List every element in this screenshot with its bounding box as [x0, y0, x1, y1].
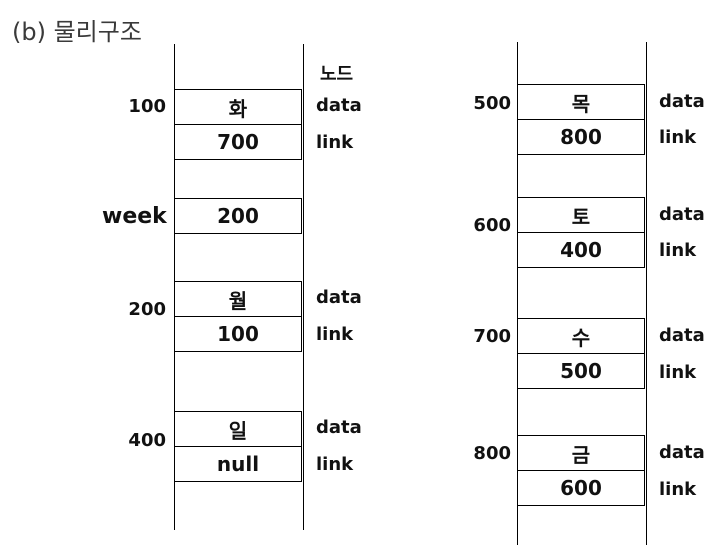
- data-field-label: data: [316, 287, 362, 308]
- data-field-label: data: [659, 325, 705, 346]
- data-field-label: data: [659, 91, 705, 112]
- node-data-cell: 목: [571, 91, 591, 116]
- data-field-label: data: [316, 95, 362, 116]
- link-field-label: link: [316, 132, 354, 153]
- node-link-cell: 800: [518, 119, 644, 154]
- link-field-label: link: [659, 240, 697, 261]
- link-field-label: link: [316, 324, 354, 345]
- node-link-cell: 500: [518, 353, 644, 388]
- diagram-title: (b) 물리구조: [12, 18, 142, 46]
- node-link-cell: 100: [175, 316, 301, 351]
- memory-node: 금 600: [517, 435, 645, 506]
- node-link-cell: 700: [175, 124, 301, 159]
- node-header: 노드: [320, 64, 354, 85]
- node-link-cell: 400: [518, 232, 644, 267]
- memory-node: 수 500: [517, 318, 645, 389]
- memory-node: 토 400: [517, 197, 645, 268]
- address-label: 600: [473, 215, 511, 236]
- address-label: 400: [128, 430, 166, 451]
- data-field-label: data: [659, 204, 705, 225]
- link-field-label: link: [659, 362, 697, 383]
- node-link-cell: null: [175, 446, 301, 481]
- data-field-label: data: [316, 417, 362, 438]
- link-field-label: link: [316, 454, 354, 475]
- node-data-cell: 화: [228, 96, 248, 121]
- pointer-value: 200: [217, 204, 259, 228]
- node-data-cell: 월: [228, 288, 248, 313]
- node-data-cell: 일: [228, 418, 248, 443]
- pointer-variable-label: week: [102, 204, 167, 229]
- memory-node: 목 800: [517, 84, 645, 155]
- memory-node: 일 null: [174, 411, 302, 482]
- right-memory-line-left: [517, 42, 518, 545]
- address-label: 800: [473, 443, 511, 464]
- node-link-cell: 600: [518, 470, 644, 505]
- link-field-label: link: [659, 127, 697, 148]
- memory-node: 월 100: [174, 281, 302, 352]
- left-memory-line-right: [303, 44, 304, 530]
- memory-node: 화 700: [174, 89, 302, 160]
- pointer-cell: 200: [174, 198, 302, 234]
- node-data-cell: 수: [571, 325, 591, 350]
- address-label: 700: [473, 326, 511, 347]
- node-data-cell: 토: [571, 204, 591, 229]
- data-field-label: data: [659, 442, 705, 463]
- link-field-label: link: [659, 479, 697, 500]
- address-label: 500: [473, 93, 511, 114]
- right-memory-line-right: [646, 42, 647, 545]
- node-data-cell: 금: [571, 442, 591, 467]
- address-label: 200: [128, 299, 166, 320]
- address-label: 100: [128, 96, 166, 117]
